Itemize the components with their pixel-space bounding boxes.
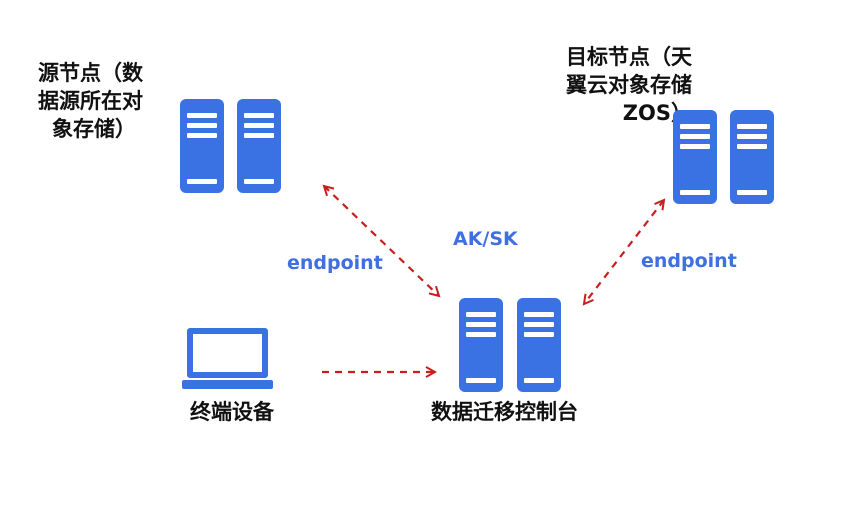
terminal-label: 终端设备	[190, 400, 274, 424]
source-node-label: 源节点（数 据源所在对 象存储）	[38, 59, 143, 143]
arrow-source-console	[324, 186, 439, 296]
source-server-icon	[237, 99, 281, 193]
target-server-icon	[730, 110, 774, 204]
target-node-label-line-2: 翼云对象存储	[566, 73, 692, 97]
arrow-target-console	[584, 200, 664, 304]
target-node-label-line-1: 目标节点（天	[566, 45, 692, 69]
console-server-icon	[517, 298, 561, 392]
source-server-icon	[180, 99, 224, 193]
ak-sk-label: AK/SK	[453, 228, 518, 250]
source-node-label-line-1: 源节点（数	[38, 61, 143, 85]
source-node-label-line-3: 象存储）	[52, 117, 136, 141]
target-server-icon	[673, 110, 717, 204]
source-node-label-line-2: 据源所在对	[38, 89, 143, 113]
console-server-icon	[459, 298, 503, 392]
console-label: 数据迁移控制台	[431, 400, 578, 424]
